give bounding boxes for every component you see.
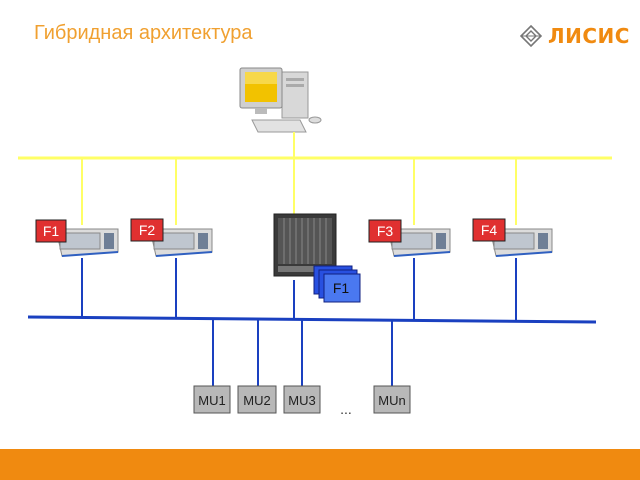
mu-unit-1: MU1 — [193, 385, 231, 414]
server-f4: F4 — [472, 218, 553, 257]
logo-text: ЛИСИС — [548, 24, 630, 48]
mu-unit-n: MUn — [373, 385, 411, 414]
company-logo: ЛИСИС — [520, 24, 630, 48]
workstation-icon — [239, 67, 322, 133]
mu-label: MU2 — [243, 393, 270, 408]
server-f2: F2 — [130, 218, 213, 257]
server-label: F2 — [139, 222, 156, 238]
server-label: F4 — [481, 222, 498, 238]
blade-enclosure — [273, 213, 337, 277]
slide-title: Гибридная архитектура — [34, 22, 253, 44]
server-label: F3 — [377, 223, 394, 239]
mu-label: MUn — [378, 393, 405, 408]
architecture-diagram: F1 F2 F1 F3 — [18, 67, 612, 417]
ellipsis: ... — [340, 401, 352, 417]
blade-cards: F1 — [313, 265, 361, 303]
mu-unit-2: MU2 — [237, 385, 277, 414]
upper-network-bus — [18, 132, 612, 225]
server-label: F1 — [43, 223, 60, 239]
logo-diamond-icon — [520, 25, 542, 47]
lower-network-bus — [27, 258, 597, 386]
blade-label: F1 — [333, 280, 350, 296]
mu-label: MU3 — [288, 393, 315, 408]
server-f3: F3 — [368, 219, 451, 257]
mu-unit-3: MU3 — [283, 385, 321, 414]
bottom-accent-bar — [0, 449, 640, 480]
mu-label: MU1 — [198, 393, 225, 408]
server-f1: F1 — [35, 219, 119, 257]
